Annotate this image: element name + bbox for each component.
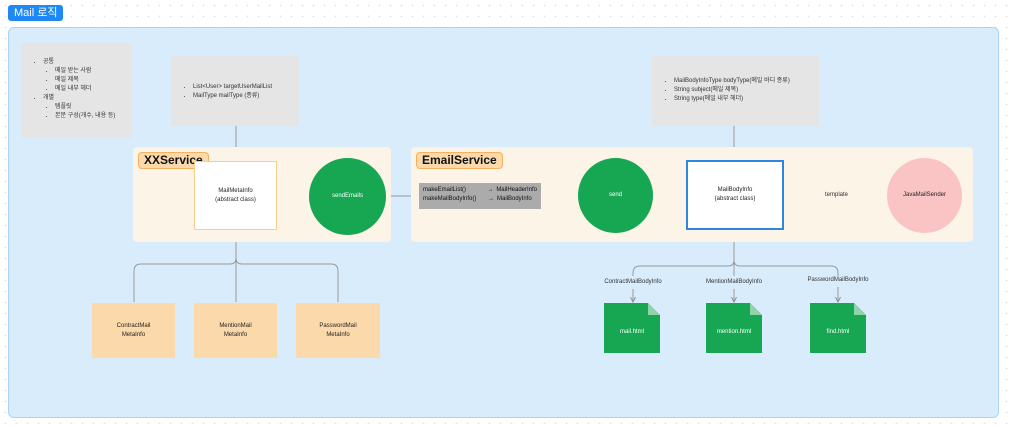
method-arrow: → <box>487 187 494 193</box>
send-node[interactable]: send <box>578 158 653 233</box>
find-html-file-icon[interactable]: find.html <box>810 303 866 353</box>
service-input-note: List<User> targetUserMailList MailType m… <box>171 56 299 126</box>
method-name: makeMailBodyInfo() <box>423 196 477 202</box>
contract-meta-info-node[interactable]: ContractMail MetaInfo <box>92 303 175 358</box>
edge-metainfo-to-password <box>235 257 339 302</box>
file-name: mention.html <box>716 329 752 335</box>
java-mail-sender-node[interactable]: JavaMailSender <box>887 158 962 233</box>
method-target: MailHeaderInfo <box>496 187 537 193</box>
file-name: find.html <box>826 329 850 335</box>
mail-html-file-icon[interactable]: mail.html <box>604 303 660 353</box>
method-row: makeEmailList() → MailHeaderInfo <box>423 186 537 195</box>
note-common-item: 메일 내부 헤더 <box>55 85 124 94</box>
file-icon <box>604 303 660 353</box>
xxservice-label[interactable]: XXService <box>138 152 209 169</box>
note-common-item: 메일 제목 <box>55 76 124 85</box>
file-name: mail.html <box>619 329 644 335</box>
note-individual-label: 개별 <box>43 95 55 101</box>
contract-body-info-label: ContractMailBodyInfo <box>604 279 662 285</box>
method-target: MailBodyInfo <box>497 196 532 202</box>
method-name: makeEmailList() <box>423 187 467 193</box>
note-item: String type(메일 내부 헤더) <box>674 95 811 104</box>
note-item: List<User> targetUserMailList <box>193 83 291 92</box>
note-common-item: 메일 받는 사람 <box>55 67 124 76</box>
emailservice-label[interactable]: EmailService <box>416 152 503 169</box>
mail-body-info-node[interactable]: MailBodyInfo (abstract class) <box>686 160 784 230</box>
note-individual-item: 템플릿 <box>55 103 124 112</box>
note-item: MailType mailType (종류) <box>193 92 291 101</box>
method-arrow: → <box>488 196 494 202</box>
note-item: String subject(메일 제목) <box>674 86 811 95</box>
mail-body-note: MailBodyInfoType bodyType(메일 바디 종류) Stri… <box>652 56 819 126</box>
frame-title[interactable]: Mail 로직 <box>8 5 64 21</box>
send-emails-node[interactable]: sendEmails <box>309 158 386 235</box>
mail-meta-info-node[interactable]: MailMetaInfo (abstract class) <box>194 161 277 230</box>
note-item: MailBodyInfoType bodyType(메일 바디 종류) <box>674 77 811 86</box>
mention-meta-info-node[interactable]: MentionMail MetaInfo <box>194 303 277 358</box>
methods-box[interactable]: makeEmailList() → MailHeaderInfo makeMai… <box>419 183 541 209</box>
password-meta-info-node[interactable]: PasswordMail MetaInfo <box>296 303 380 358</box>
file-icon <box>706 303 762 353</box>
general-note: 공통 메일 받는 사람 메일 제목 메일 내부 헤더 개별 템플릿 본문 구성(… <box>21 43 132 138</box>
mention-body-info-label: MentionMailBodyInfo <box>705 279 763 285</box>
method-row: makeMailBodyInfo() → MailBodyInfo <box>423 195 537 204</box>
template-edge-label: template <box>823 192 851 198</box>
password-body-info-label: PasswordMailBodyInfo <box>807 277 869 283</box>
edge-bodyinfo-to-password <box>733 259 839 276</box>
mention-html-file-icon[interactable]: mention.html <box>706 303 762 353</box>
file-icon <box>810 303 866 353</box>
note-common-label: 공통 <box>43 59 55 65</box>
note-individual-item: 본문 구성(개수, 내용 등) <box>55 112 124 121</box>
